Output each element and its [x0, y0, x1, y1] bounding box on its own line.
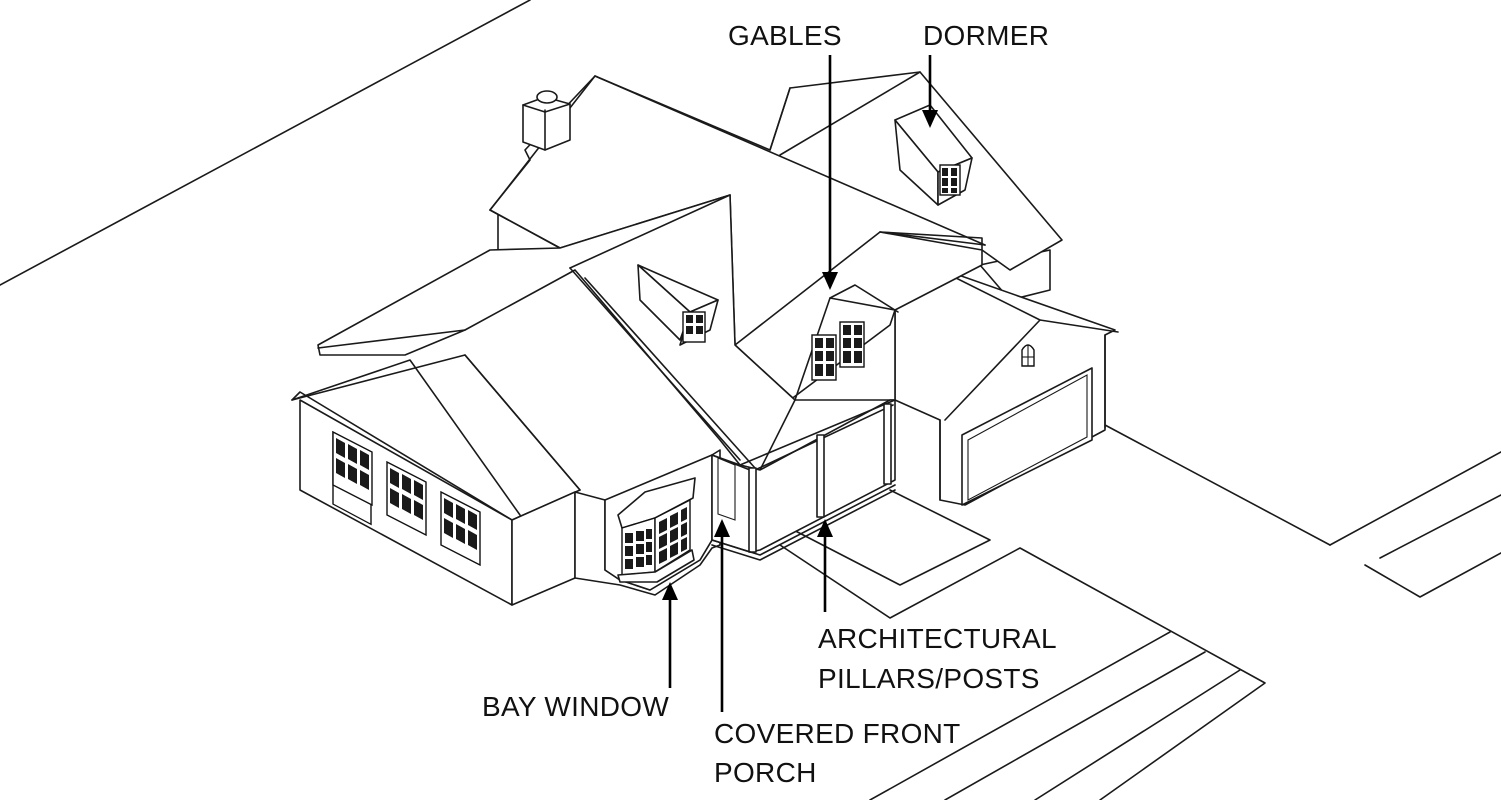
- garage-wing: [894, 264, 1119, 506]
- label-architectural-line1: ARCHITECTURAL: [818, 623, 1057, 654]
- bay-window: [617, 477, 696, 583]
- front-dormer: [637, 264, 719, 346]
- annotation-arrows: [662, 55, 938, 712]
- chimney: [522, 90, 571, 151]
- pillars: [748, 403, 892, 553]
- left-windows: [332, 430, 481, 567]
- front-gable: [734, 231, 986, 401]
- label-dormer: DORMER: [923, 20, 1049, 51]
- label-porch-line2: PORCH: [714, 757, 817, 788]
- covered-porch: [711, 399, 896, 561]
- label-gables: GABLES: [728, 20, 842, 51]
- label-architectural-line2: PILLARS/POSTS: [818, 663, 1040, 694]
- center-section: [574, 449, 721, 596]
- label-porch-line1: COVERED FRONT: [714, 718, 961, 749]
- labels: GABLES DORMER ARCHITECTURAL PILLARS/POST…: [482, 20, 1057, 788]
- label-bay-window: BAY WINDOW: [482, 691, 669, 722]
- rear-dormer: [894, 104, 973, 206]
